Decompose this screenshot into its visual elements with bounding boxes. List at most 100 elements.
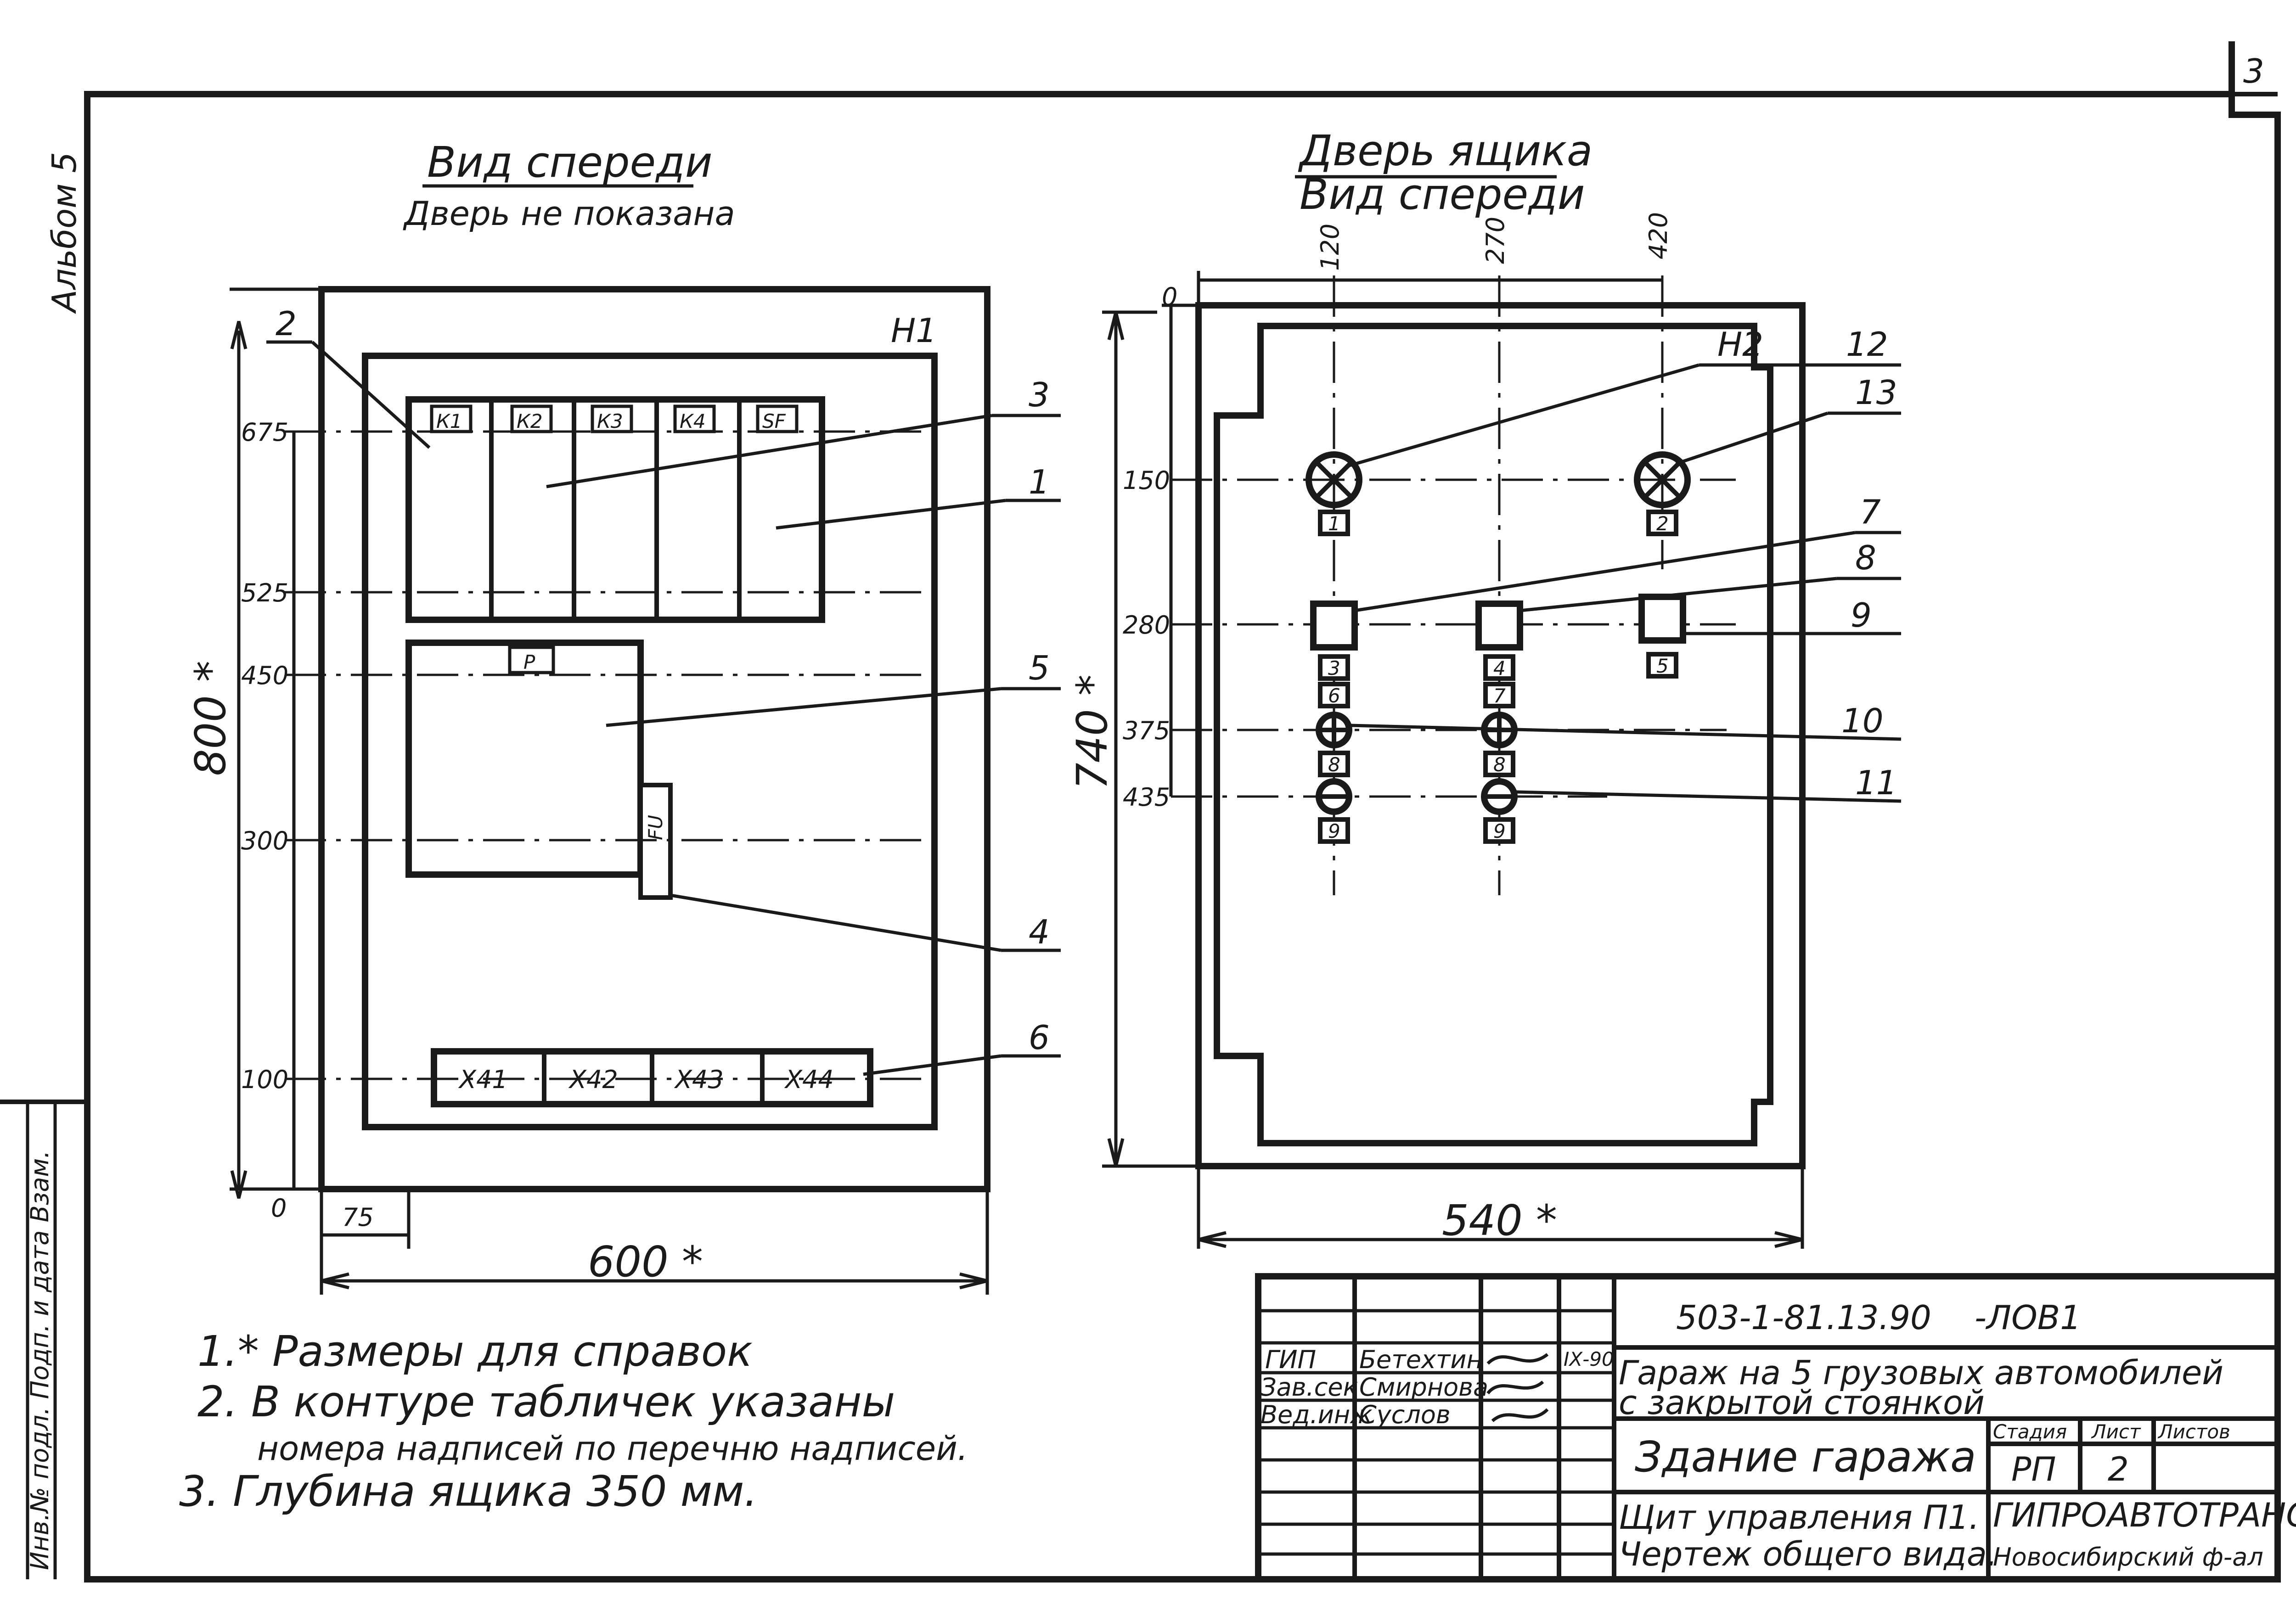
door-x-420: 420 <box>1644 212 1673 259</box>
callout-13: 13 <box>1855 373 1897 412</box>
sheet-frame <box>84 41 2281 1583</box>
tb-sheets-header: Листов <box>2157 1420 2230 1443</box>
door-view-subtitle: Вид спереди <box>1300 170 1585 219</box>
front-height-dim: 800 * <box>186 287 321 1199</box>
tb-drawing-title: Щит управления П1. <box>1619 1498 1980 1537</box>
tb-name-3: Суслов <box>1359 1400 1451 1429</box>
left-strip-text: Инв.№ подл. Подп. и дата Взам. <box>25 1150 54 1570</box>
front-width-label: 600 * <box>588 1237 703 1286</box>
front-view: Вид спереди Дверь не показана Н1 К1 К2 К… <box>186 138 1061 1295</box>
note-3: 3. Глубина ящика 350 мм. <box>179 1467 758 1516</box>
door-height-label: 740 * <box>1068 674 1117 790</box>
callout-1: 1 <box>1029 463 1050 501</box>
door-inner-contour <box>1214 323 1773 1146</box>
door-x-120: 120 <box>1316 224 1345 271</box>
plate-c1-1: 1 <box>1328 512 1340 535</box>
callout-6: 6 <box>1029 1018 1050 1057</box>
tb-role-zav: Зав.сек <box>1261 1373 1358 1402</box>
button-col2-b <box>1481 778 1518 815</box>
callout-8: 8 <box>1855 539 1876 577</box>
callout-2: 2 <box>276 304 297 343</box>
callout-12: 12 <box>1846 325 1888 364</box>
device-sf: SF <box>762 410 786 432</box>
front-view-title: Вид спереди <box>427 138 713 187</box>
plate-c2-8: 8 <box>1493 753 1506 776</box>
front-level-450: 450 <box>241 661 288 690</box>
device-k4: К4 <box>680 410 706 432</box>
tb-role-ved: Вед.инж <box>1261 1400 1373 1429</box>
callout-4: 4 <box>1029 913 1050 951</box>
device-k2: К2 <box>517 410 543 432</box>
front-level-300: 300 <box>241 826 288 855</box>
device-rail <box>405 396 825 623</box>
plate-c2-4: 4 <box>1493 657 1506 679</box>
left-strip: Инв.№ подл. Подп. и дата Взам. <box>0 1100 87 1579</box>
plate-c1-3: 3 <box>1328 657 1340 679</box>
front-level-dims: 675 525 450 300 100 0 <box>241 418 321 1223</box>
callout-10: 10 <box>1841 701 1884 740</box>
note-1: 1.* Размеры для справок <box>197 1327 753 1376</box>
plate-c2-9: 9 <box>1493 820 1506 842</box>
relay-label: Р <box>523 651 535 673</box>
front-height-label: 800 * <box>186 661 235 776</box>
door-view: Дверь ящика Вид спереди Н2 <box>1068 126 1902 1249</box>
tb-sheet-code: -ЛОВ1 <box>1975 1298 2081 1337</box>
notes: 1.* Размеры для справок 2. В контуре таб… <box>179 1327 968 1516</box>
tb-project-2: с закрытой стоянкой <box>1619 1383 1985 1422</box>
tb-code: 503-1-81.13.90 <box>1676 1298 1931 1337</box>
page-number: 3 <box>2243 52 2264 90</box>
tb-building: Здание гаража <box>1635 1432 1976 1482</box>
tb-project: Гараж на 5 грузовых автомобилей <box>1619 1353 2223 1392</box>
tb-sheet: 2 <box>2108 1450 2129 1488</box>
plate-c1-8: 8 <box>1328 753 1340 776</box>
callout-7: 7 <box>1860 493 1881 531</box>
door-y-435: 435 <box>1123 783 1170 812</box>
door-height-dim: 740 * <box>1068 310 1199 1168</box>
tb-signatures <box>1486 1353 1549 1422</box>
door-view-title: Дверь ящика <box>1298 126 1593 175</box>
front-cabinet-inner <box>362 353 938 1130</box>
callout-9: 9 <box>1851 596 1872 634</box>
door-width-dim: 540 * <box>1197 1166 1804 1249</box>
plate-c2-7: 7 <box>1493 685 1506 707</box>
front-level-525: 525 <box>241 578 288 607</box>
door-panel-tag: Н2 <box>1717 325 1763 364</box>
plate-c1-6: 6 <box>1328 685 1340 707</box>
front-view-subtitle: Дверь не показана <box>403 194 735 233</box>
button-col1-b <box>1316 778 1352 815</box>
door-x-270: 270 <box>1481 217 1510 264</box>
switch-2 <box>1475 600 1523 651</box>
door-y-150: 150 <box>1123 466 1170 495</box>
front-level-0: 0 <box>271 1194 287 1223</box>
callout-5: 5 <box>1029 649 1050 687</box>
tb-date: IХ-90 <box>1564 1348 1614 1370</box>
plate-c3-5: 5 <box>1656 655 1669 677</box>
front-panel-tag: Н1 <box>891 311 937 350</box>
plate-c1-9: 9 <box>1328 820 1340 842</box>
device-k1: К1 <box>436 410 462 432</box>
door-level-dims: 150 280 375 435 <box>1123 303 1199 812</box>
front-offset-label: 75 <box>342 1203 374 1232</box>
lamp-2 <box>1634 451 1691 508</box>
door-width-label: 540 * <box>1442 1196 1557 1245</box>
door-callouts: 12 13 7 8 9 10 11 <box>1347 325 1902 803</box>
switch-3 <box>1638 594 1686 644</box>
tb-name-2: Смирнова <box>1359 1373 1488 1402</box>
album-label: Альбом 5 <box>45 152 84 314</box>
tb-drawing-type: Чертеж общего вида. <box>1619 1535 1998 1573</box>
front-level-675: 675 <box>241 418 288 447</box>
front-cabinet-outer <box>318 286 990 1192</box>
door-label-plates: 1 3 6 8 9 4 7 8 9 2 5 <box>1318 510 1678 844</box>
plate-c3-2: 2 <box>1656 512 1669 535</box>
tb-org: ГИПРОАВТОТРАНС <box>1993 1496 2296 1534</box>
front-level-100: 100 <box>241 1065 288 1094</box>
front-width-dim: 600 * 75 <box>320 1189 989 1295</box>
tb-role-gip: ГИП <box>1265 1345 1316 1374</box>
switch-1 <box>1310 600 1358 651</box>
door-top-dims: 0 120 270 420 <box>1162 212 1673 311</box>
door-y-280: 280 <box>1123 611 1170 640</box>
door-y-375: 375 <box>1123 716 1170 745</box>
tb-org-branch: Новосибирский ф-ал <box>1993 1543 2263 1571</box>
tb-name-1: Бетехтин <box>1359 1345 1483 1374</box>
